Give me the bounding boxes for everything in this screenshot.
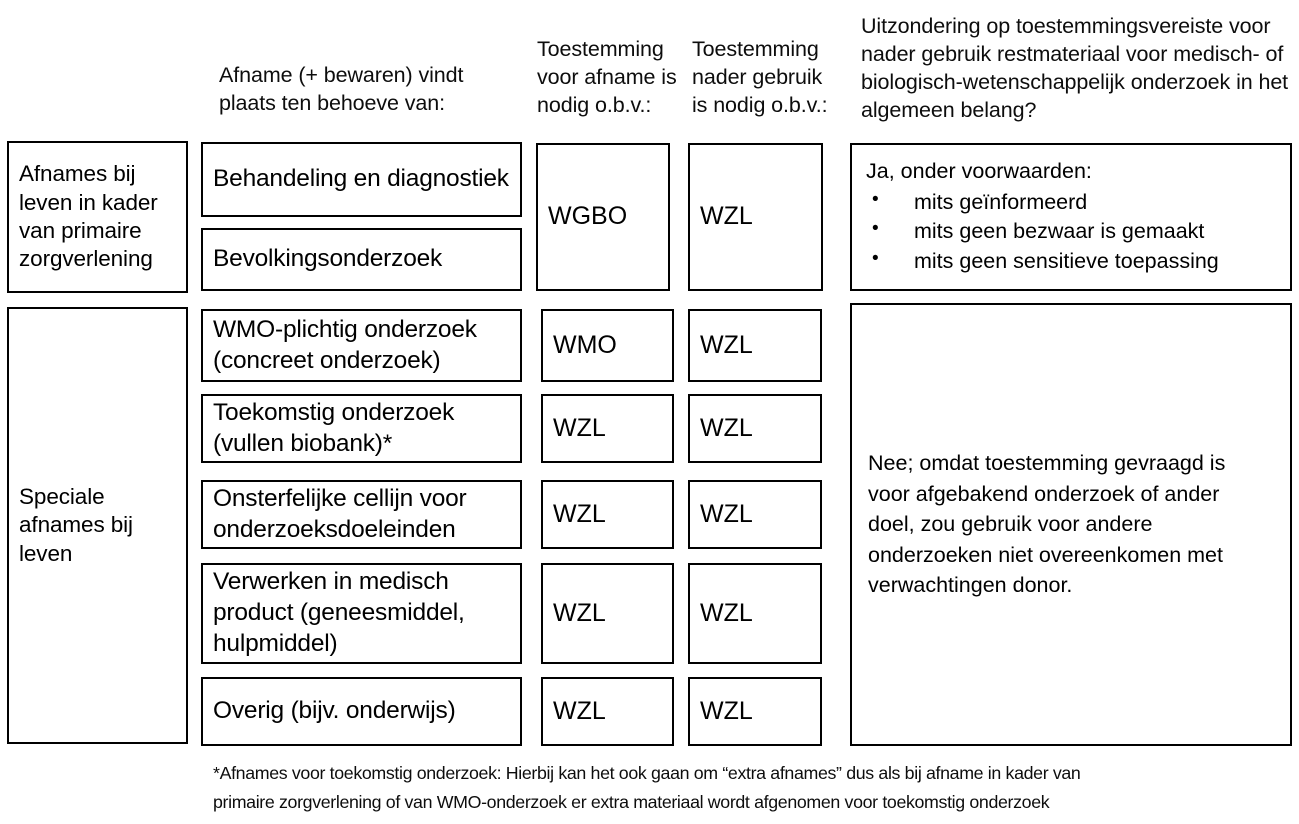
exception-yes-title: Ja, onder voorwaarden: [866, 159, 1092, 183]
consent-collection-cell-primary-care: WGBO [536, 143, 670, 291]
consent-further-use-label-primary-care: WZL [700, 202, 753, 231]
list-item: • mits geen sensitieve toepassing [866, 247, 1219, 277]
consent-further-use-cell-medical-product: WZL [688, 563, 822, 664]
consent-collection-label-medical-product: WZL [553, 598, 606, 627]
exception-cell-no: Nee; omdat toestemming gevraagd is voor … [850, 303, 1292, 746]
purpose-cell-treatment-diagnostics: Behandeling en diagnostiek [201, 142, 522, 217]
category-cell-special-collections: Speciale afnames bij leven [7, 307, 188, 744]
category-cell-primary-care: Afnames bij leven in kader van primaire … [7, 141, 188, 293]
purpose-label-immortal-cell-line: Onsterfelijke cellijn voor onderzoeksdoe… [213, 484, 467, 543]
purpose-label-treatment-diagnostics: Behandeling en diagnostiek [213, 165, 509, 193]
consent-collection-cell-medical-product: WZL [541, 563, 674, 664]
condition-label: mits geen sensitieve toepassing [914, 249, 1219, 274]
consent-further-use-cell-wmo-research: WZL [688, 309, 822, 382]
consent-collection-cell-other: WZL [541, 677, 674, 746]
bullet-icon: • [872, 218, 879, 240]
column-header-consent-further-use: Toestemming nader gebruik is nodig o.b.v… [692, 37, 828, 117]
purpose-label-future-research: Toekomstig onderzoek (vullen biobank)* [213, 398, 455, 457]
column-header-consent-collection: Toestemming voor afname is nodig o.b.v.: [537, 37, 677, 117]
purpose-cell-immortal-cell-line: Onsterfelijke cellijn voor onderzoeksdoe… [201, 480, 522, 549]
consent-further-use-label-other: WZL [700, 696, 753, 725]
consent-further-use-label-future-research: WZL [700, 413, 753, 442]
consent-further-use-cell-future-research: WZL [688, 394, 822, 463]
purpose-label-population-screening: Bevolkingsonderzoek [213, 245, 443, 273]
purpose-label-wmo-research: WMO-plichtig onderzoek (concreet onderzo… [213, 315, 477, 374]
consent-further-use-label-immortal-cell-line: WZL [700, 499, 753, 528]
exception-yes-conditions: • mits geïnformeerd • mits geen bezwaar … [866, 188, 1219, 277]
column-header-exception: Uitzondering op toestemmingsvereiste voo… [861, 14, 1289, 122]
consent-further-use-cell-primary-care: WZL [688, 143, 823, 291]
category-label-primary-care: Afnames bij leven in kader van primaire … [19, 161, 158, 272]
column-header-purpose: Afname (+ bewaren) vindt plaats ten beho… [219, 63, 464, 115]
consent-collection-label-other: WZL [553, 696, 606, 725]
purpose-cell-medical-product: Verwerken in medisch product (geneesmidd… [201, 563, 522, 664]
purpose-cell-other: Overig (bijv. onderwijs) [201, 677, 522, 746]
consent-collection-cell-future-research: WZL [541, 394, 674, 463]
consent-collection-label-immortal-cell-line: WZL [553, 499, 606, 528]
purpose-label-other: Overig (bijv. onderwijs) [213, 697, 456, 725]
purpose-cell-future-research: Toekomstig onderzoek (vullen biobank)* [201, 394, 522, 463]
consent-collection-label-primary-care: WGBO [548, 202, 628, 231]
consent-collection-cell-wmo-research: WMO [541, 309, 674, 382]
bullet-icon: • [872, 248, 879, 270]
list-item: • mits geen bezwaar is gemaakt [866, 217, 1219, 247]
condition-label: mits geen bezwaar is gemaakt [914, 219, 1205, 244]
category-label-special-collections: Speciale afnames bij leven [19, 483, 133, 566]
consent-further-use-label-medical-product: WZL [700, 598, 753, 627]
footnote-line-1: *Afnames voor toekomstig onderzoek: Hier… [213, 763, 1081, 783]
condition-label: mits geïnformeerd [914, 189, 1088, 214]
consent-further-use-cell-immortal-cell-line: WZL [688, 480, 822, 549]
consent-collection-label-future-research: WZL [553, 413, 606, 442]
list-item: • mits geïnformeerd [866, 188, 1219, 218]
purpose-cell-wmo-research: WMO-plichtig onderzoek (concreet onderzo… [201, 309, 522, 382]
purpose-cell-population-screening: Bevolkingsonderzoek [201, 228, 522, 291]
consent-further-use-cell-other: WZL [688, 677, 822, 746]
consent-further-use-label-wmo-research: WZL [700, 330, 753, 359]
consent-collection-cell-immortal-cell-line: WZL [541, 480, 674, 549]
purpose-label-medical-product: Verwerken in medisch product (geneesmidd… [213, 568, 465, 657]
exception-cell-yes: Ja, onder voorwaarden: • mits geïnformee… [850, 143, 1292, 291]
bullet-icon: • [872, 188, 879, 210]
exception-no-text: Nee; omdat toestemming gevraagd is voor … [868, 451, 1226, 598]
footnote-line-2: primaire zorgverlening of van WMO-onderz… [213, 792, 1050, 812]
exception-yes-content: Ja, onder voorwaarden: • mits geïnformee… [852, 145, 1219, 277]
consent-collection-label-wmo-research: WMO [553, 330, 617, 359]
